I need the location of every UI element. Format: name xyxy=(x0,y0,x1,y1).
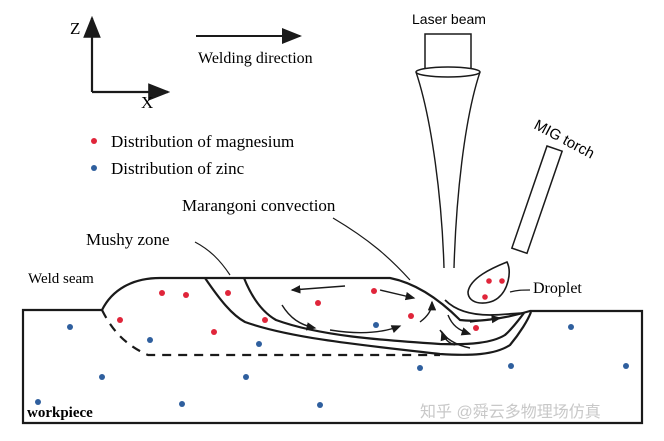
droplet-label: Droplet xyxy=(533,280,582,297)
droplet-mg-dot xyxy=(486,278,492,284)
zinc-dot xyxy=(623,363,629,369)
zinc-dot xyxy=(99,374,105,380)
keyhole-surface xyxy=(444,299,525,316)
welding-direction: Welding direction xyxy=(196,28,313,67)
welding-direction-label: Welding direction xyxy=(198,50,313,67)
weld-seam-boundary xyxy=(101,309,440,357)
mig-torch-label: MIG torch xyxy=(531,117,597,163)
flow-arrow xyxy=(379,289,416,301)
x-axis-label: X xyxy=(141,93,153,112)
droplet: Droplet xyxy=(467,260,582,304)
flow-arrow xyxy=(329,325,402,334)
mushy-zone-leader-line xyxy=(194,241,231,276)
magnesium-dot xyxy=(371,288,377,294)
zinc-dot xyxy=(35,399,41,405)
flow-arrow xyxy=(281,304,317,331)
magnesium-dot xyxy=(225,290,231,296)
zinc-dot xyxy=(317,402,323,408)
flow-arrow xyxy=(469,314,502,324)
magnesium-dots xyxy=(117,288,479,335)
zinc-dot xyxy=(256,341,262,347)
droplet-mg-dot xyxy=(482,294,488,300)
laser-head xyxy=(424,33,472,71)
marangoni-leader-line xyxy=(332,217,411,281)
zinc-dot xyxy=(67,324,73,330)
coordinate-axes: Z X xyxy=(70,15,171,112)
magnesium-dot xyxy=(262,317,268,323)
magnesium-dot xyxy=(117,317,123,323)
laser-lens xyxy=(415,66,481,78)
laser-beam: Laser beam xyxy=(412,11,486,269)
legend: Distribution of magnesium Distribution o… xyxy=(91,132,294,178)
workpiece-outline xyxy=(21,276,644,425)
zinc-dot xyxy=(373,322,379,328)
zinc-dots xyxy=(35,322,629,408)
zinc-dot xyxy=(568,324,574,330)
mig-torch-body xyxy=(510,145,564,255)
mushy-zone-label: Mushy zone xyxy=(86,230,170,249)
legend-zinc-label: Distribution of zinc xyxy=(111,159,245,178)
flow-arrow xyxy=(440,330,456,346)
legend-zinc-dot xyxy=(91,165,97,171)
laser-beam-label: Laser beam xyxy=(412,11,486,27)
magnesium-dot xyxy=(473,325,479,331)
droplet-mg-dot xyxy=(499,278,505,284)
laser-cone xyxy=(415,71,481,269)
zinc-dot xyxy=(417,365,423,371)
watermark: 知乎 @舜云多物理场仿真 xyxy=(420,403,601,421)
legend-magnesium-dot xyxy=(91,138,97,144)
legend-magnesium-label: Distribution of magnesium xyxy=(111,132,294,151)
workpiece-label: workpiece xyxy=(27,405,93,421)
magnesium-dot xyxy=(211,329,217,335)
weld-seam-label: Weld seam xyxy=(28,271,94,287)
droplet-leader-line xyxy=(509,289,531,293)
zinc-dot xyxy=(179,401,185,407)
zinc-dot xyxy=(508,363,514,369)
mig-torch: MIG torch xyxy=(510,117,597,255)
workpiece: workpiece xyxy=(21,217,644,425)
z-axis-label: Z xyxy=(70,19,80,38)
magnesium-dot xyxy=(183,292,189,298)
flow-arrow xyxy=(447,314,472,336)
magnesium-dot xyxy=(159,290,165,296)
weld-pool-boundary xyxy=(242,277,525,346)
zinc-dot xyxy=(147,337,153,343)
magnesium-dot xyxy=(315,300,321,306)
flow-arrow xyxy=(290,285,346,294)
mushy-zone-front xyxy=(204,277,533,356)
magnesium-dot xyxy=(408,313,414,319)
zinc-dot xyxy=(243,374,249,380)
marangoni-flow-arrows xyxy=(281,285,502,346)
flow-arrow xyxy=(419,300,437,323)
marangoni-label: Marangoni convection xyxy=(182,196,336,215)
